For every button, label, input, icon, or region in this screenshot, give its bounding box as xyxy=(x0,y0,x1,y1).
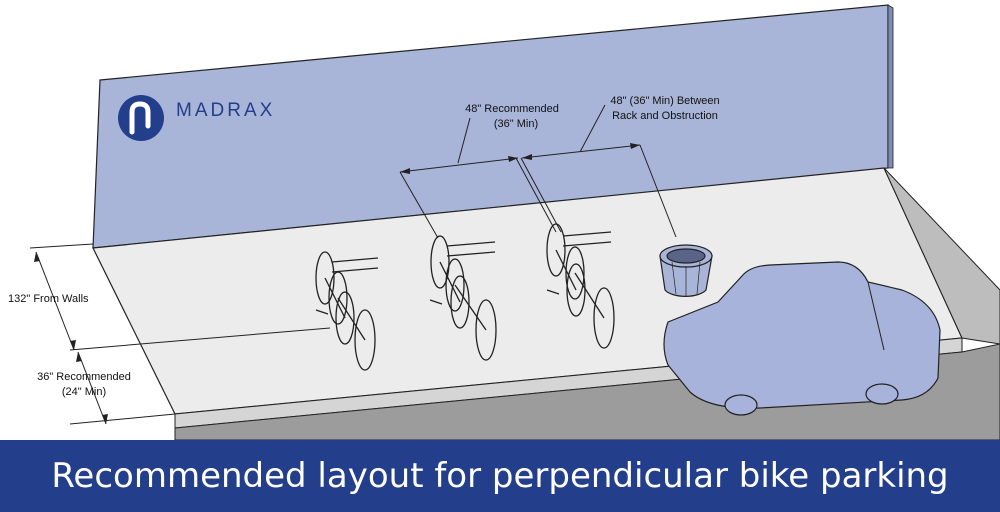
car-icon xyxy=(663,261,941,416)
curb-label-line1: 36" Recommended xyxy=(37,371,131,383)
obstruction-label-line2: Rack and Obstruction xyxy=(612,110,718,122)
spacing-label-line1: 48" Recommended xyxy=(465,103,559,115)
bicycle-icon xyxy=(315,251,379,371)
curb-label-line2: (24" Min) xyxy=(62,386,106,398)
obstruction-label-line1: 48" (36" Min) Between xyxy=(610,95,719,107)
dimension-arrows xyxy=(34,143,640,424)
caption-bar: Recommended layout for perpendicular bik… xyxy=(0,440,1000,512)
bicycle-icon xyxy=(546,223,615,349)
road-side xyxy=(883,167,1000,345)
wall-edge xyxy=(887,4,894,169)
planter-icon xyxy=(659,244,713,297)
bicycle-icon xyxy=(429,235,497,361)
from-walls-label: 132" From Walls xyxy=(8,293,89,305)
spacing-label-line2: (36" Min) xyxy=(494,118,538,130)
dimension-lines xyxy=(29,104,677,425)
caption-title: Recommended layout for perpendicular bik… xyxy=(51,456,949,496)
madrax-logo-icon xyxy=(118,95,164,141)
brand-name: MADRAX xyxy=(176,100,275,121)
